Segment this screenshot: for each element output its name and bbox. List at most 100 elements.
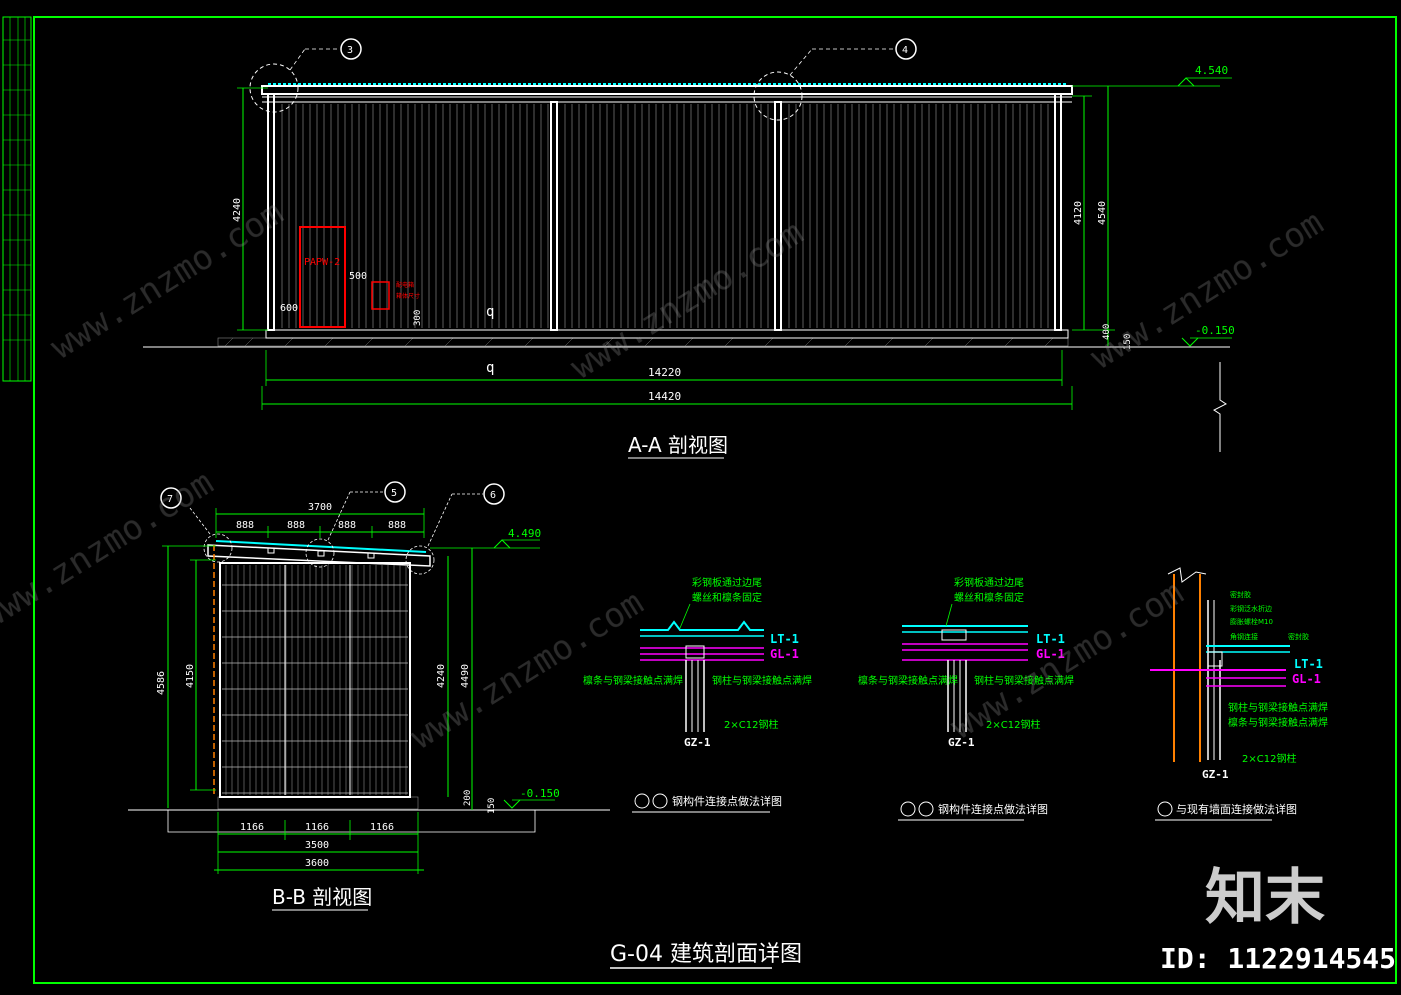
d34-note-right: 钢柱与钢梁接触点满焊 (712, 674, 812, 687)
bb-bay-bottom: 1166 (370, 822, 394, 833)
aa-height-4240: 4240 (232, 198, 243, 222)
d56-note-left: 檩条与钢梁接触点满焊 (858, 674, 958, 687)
sheet-frame (2, 16, 1397, 984)
d7-note-2: 檩条与钢梁接触点满焊 (1228, 716, 1328, 729)
d7-note-top: 角钢连接 (1230, 632, 1258, 641)
d7-note-top: 彩钢泛水折边 (1230, 604, 1272, 613)
bb-title: B-B 剖视图 (272, 885, 372, 909)
aa-column (774, 101, 782, 331)
aa-electrical-panel (371, 281, 390, 310)
bb-wall-grid (222, 565, 408, 795)
watermark-id: ID: 1122914545 (1160, 942, 1396, 975)
detail-56: 彩钢板通过边尾 螺丝和檩条固定 LT-1 GL-1 檩条与钢梁接触点满焊 钢柱与… (858, 576, 1074, 821)
aa-detail-callout-3 (340, 38, 362, 60)
aa-detail-callout-4 (895, 38, 917, 60)
sheet-title: G-04 建筑剖面详图 (610, 942, 802, 967)
d56-note-top-1: 彩钢板通过边尾 (954, 576, 1024, 589)
watermark-site: www.znzmo.com (1084, 203, 1331, 378)
d7-note-top: 密封胶 (1288, 632, 1309, 641)
bb-level-ground: -0.150 (520, 787, 560, 800)
watermark-site: www.znzmo.com (44, 193, 291, 368)
d7-note-top: 密封胶 (1230, 590, 1251, 599)
aa-column (267, 93, 275, 331)
bb-width-3500: 3500 (305, 840, 329, 851)
aa-axis-mark-bottom: q (486, 360, 494, 376)
aa-height-4540: 4540 (1097, 201, 1108, 225)
aa-level-ground: -0.150 (1195, 324, 1235, 337)
aa-dim-300: 300 (413, 310, 423, 326)
d34-title: 钢构件连接点做法详图 (672, 794, 782, 808)
bb-roof-beam (207, 544, 431, 567)
d56-lt: LT-1 (1036, 632, 1065, 646)
aa-dim-150: 150 (1123, 334, 1133, 350)
aa-wall-panel-ribs (281, 104, 1049, 328)
d7-rebar: 2×C12钢柱 (1242, 752, 1296, 765)
detail-7: 密封胶 彩钢泛水折边 膨胀螺栓M10 角钢连接 密封胶 LT-1 GL-1 钢柱… (1150, 567, 1328, 821)
d34-lt: LT-1 (770, 632, 799, 646)
aa-door-tag: PAPW-2 (304, 257, 340, 268)
svg-text:6: 6 (490, 490, 496, 501)
d34-gz: GZ-1 (684, 736, 711, 749)
d34-gl: GL-1 (770, 647, 799, 661)
svg-text:5: 5 (391, 488, 397, 499)
aa-span-14420: 14420 (648, 390, 681, 403)
bb-bay-top: 888 (338, 520, 356, 531)
bb-dim-150: 150 (487, 798, 497, 814)
svg-text:7: 7 (167, 494, 173, 505)
aa-roof-beam (261, 85, 1073, 95)
d56-gz: GZ-1 (948, 736, 975, 749)
svg-text:3: 3 (347, 45, 353, 56)
aa-dim-400: 400 (1102, 324, 1112, 340)
d56-title: 钢构件连接点做法详图 (938, 802, 1048, 816)
bb-wall-panel (219, 562, 411, 798)
bb-width-3700: 3700 (308, 502, 332, 513)
aa-axis-mark: q (486, 304, 494, 320)
d34-note-left: 檩条与钢梁接触点满焊 (583, 674, 683, 687)
d7-lt: LT-1 (1294, 657, 1323, 671)
d56-note-right: 钢柱与钢梁接触点满焊 (974, 674, 1074, 687)
d56-note-top-2: 螺丝和檩条固定 (954, 591, 1024, 604)
aa-dim-500: 500 (349, 271, 367, 282)
detail-34: 彩钢板通过边尾 螺丝和檩条固定 LT-1 GL-1 檩条与钢梁接触点满焊 钢柱与… (583, 576, 812, 813)
aa-column (550, 101, 558, 331)
d7-gz: GZ-1 (1202, 768, 1229, 781)
d7-gl: GL-1 (1292, 672, 1321, 686)
bb-height-4150: 4150 (185, 664, 196, 688)
aa-span-14220: 14220 (648, 366, 681, 379)
d7-title: 与现有墙面连接做法详图 (1176, 802, 1297, 816)
bb-height-4490: 4490 (460, 664, 471, 688)
bb-detail-callout-5 (384, 481, 406, 503)
watermark-site: www.znzmo.com (564, 213, 811, 388)
bb-height-4240: 4240 (436, 664, 447, 688)
bb-foundation (217, 796, 419, 810)
bb-height-4586: 4586 (156, 671, 167, 695)
bb-roof-sheet (215, 540, 427, 553)
d7-note-1: 钢柱与钢梁接触点满焊 (1228, 701, 1328, 714)
bb-bay-bottom: 1166 (240, 822, 264, 833)
d7-note-top: 膨胀螺栓M10 (1230, 617, 1273, 626)
bb-bay-top: 888 (287, 520, 305, 531)
d34-rebar: 2×C12钢柱 (724, 718, 778, 731)
bb-bay-bottom: 1166 (305, 822, 329, 833)
aa-panel-note-1: 配电箱 (396, 281, 414, 289)
bb-bay-top: 888 (388, 520, 406, 531)
d56-rebar: 2×C12钢柱 (986, 718, 1040, 731)
bb-width-3600: 3600 (305, 858, 329, 869)
aa-column (1054, 93, 1062, 331)
aa-height-4120: 4120 (1073, 201, 1084, 225)
aa-dim-600: 600 (280, 303, 298, 314)
d56-gl: GL-1 (1036, 647, 1065, 661)
bb-level-top: 4.490 (508, 527, 541, 540)
bb-detail-callout-7 (160, 487, 182, 509)
aa-title: A-A 剖视图 (628, 433, 728, 457)
aa-level-top: 4.540 (1195, 64, 1228, 77)
d34-note-top-2: 螺丝和檩条固定 (692, 591, 762, 604)
watermark-brand: 知末 (1205, 863, 1325, 933)
bb-detail-callout-6 (483, 483, 505, 505)
aa-door (299, 226, 346, 328)
d34-note-top-1: 彩钢板通过边尾 (692, 576, 762, 589)
section-aa: PAPW-2 配电箱 箱体尺寸 600 500 300 q q 4240 412… (143, 38, 1235, 459)
section-bb: 7 5 6 3700 888 888 888 888 4586 4150 (128, 481, 610, 911)
aa-panel-note-2: 箱体尺寸 (396, 292, 420, 300)
